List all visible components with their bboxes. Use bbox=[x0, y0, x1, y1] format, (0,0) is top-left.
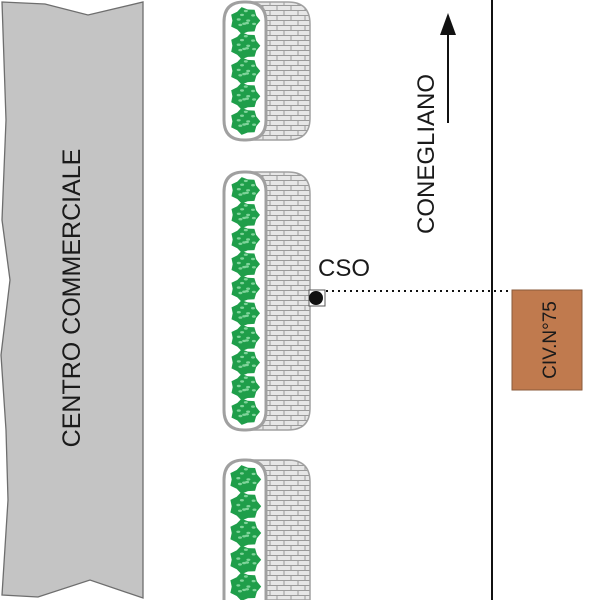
hedge-shrub-icon bbox=[231, 324, 260, 352]
cso-label: CSO bbox=[318, 255, 370, 282]
medians-group bbox=[222, 0, 311, 600]
hedge-shrub-icon bbox=[230, 518, 262, 548]
hedge-shrub-icon bbox=[231, 300, 260, 327]
hedge-shrub-icon bbox=[231, 57, 261, 85]
median-bottom bbox=[222, 458, 311, 600]
median-middle bbox=[222, 170, 311, 432]
hedge-shrub-icon bbox=[231, 177, 260, 204]
house-civ-75 bbox=[511, 289, 583, 391]
cso-point-icon bbox=[309, 291, 323, 305]
hedge-shrub-icon bbox=[231, 82, 261, 110]
direction-arrow-icon bbox=[440, 13, 456, 35]
house-label: CIV.N°75 bbox=[540, 301, 561, 379]
hedge-shrub-icon bbox=[231, 226, 260, 253]
hedge-shrub-icon bbox=[231, 250, 260, 278]
hedge-shrub-icon bbox=[231, 32, 261, 60]
hedge-shrub-icon bbox=[230, 465, 262, 494]
median-top bbox=[222, 0, 311, 142]
hedge-shrub-icon bbox=[231, 349, 260, 376]
building-label: CENTRO COMMERCIALE bbox=[58, 149, 86, 448]
hedge-shrub-icon bbox=[231, 7, 261, 35]
hedge-shrub-icon bbox=[231, 398, 260, 425]
hedge-shrub-icon bbox=[230, 545, 262, 575]
hedge-shrub-icon bbox=[231, 201, 260, 229]
hedge-shrub-icon bbox=[230, 572, 262, 600]
hedge-shrub-icon bbox=[230, 491, 262, 521]
hedge-shrub-icon bbox=[231, 373, 260, 401]
direction-label: CONEGLIANO bbox=[413, 74, 440, 234]
hedge-shrub-icon bbox=[231, 107, 261, 135]
shopping-center-building bbox=[0, 1, 144, 599]
hedge-shrub-icon bbox=[231, 275, 260, 302]
